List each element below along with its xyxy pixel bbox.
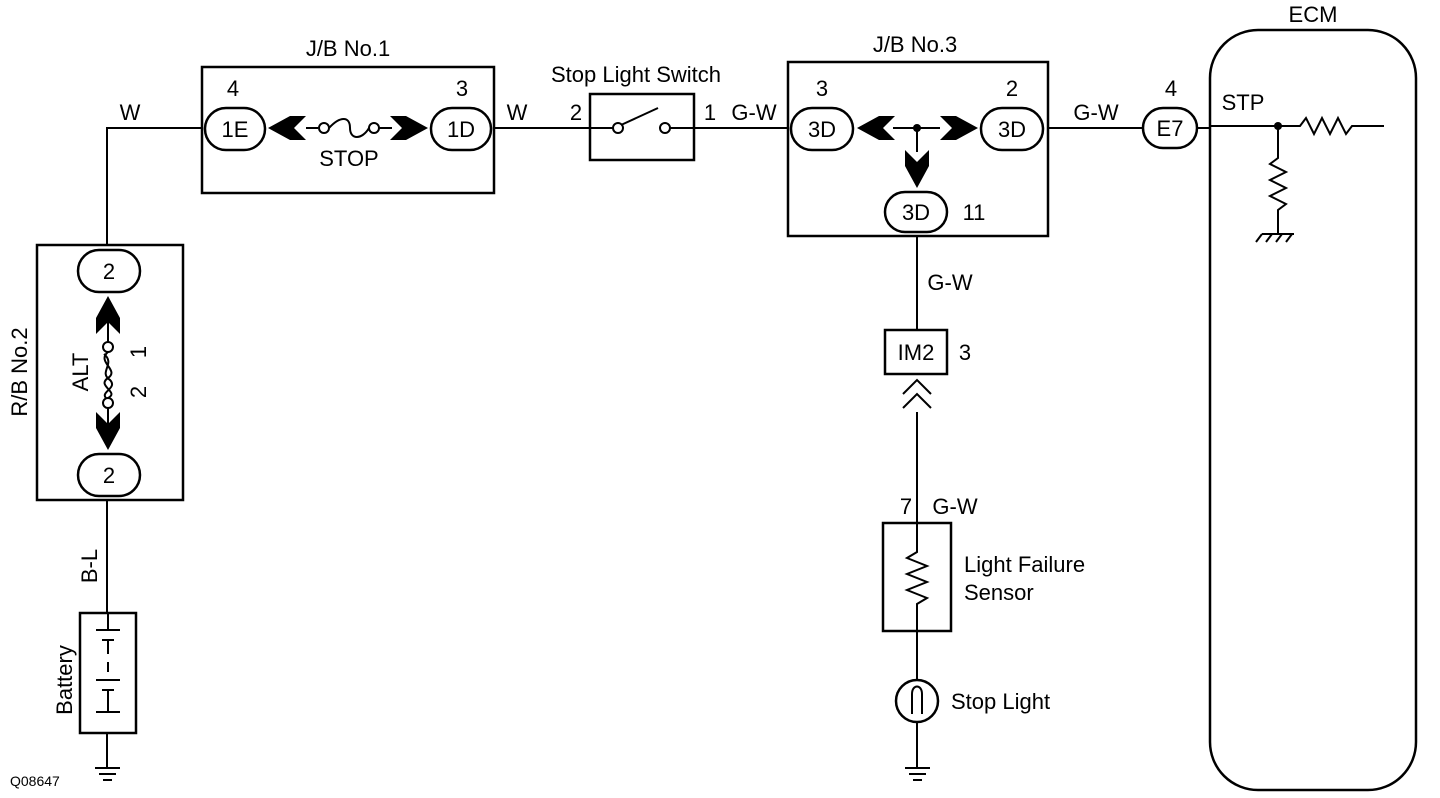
connector-3d-left [789,106,855,152]
connector-3d-left-label: 3D [808,117,836,142]
resistor-icon [1210,115,1384,137]
connector-2-bottom-label: 2 [103,463,115,488]
jb1-right-pin: 3 [456,76,468,101]
right-arrow-icon [390,116,428,140]
light-failure-sensor: 7 G-W Light Failure Sensor [881,494,1085,633]
wire-label-gw-2: G-W [1073,100,1118,125]
connector-2-top-label: 2 [103,259,115,284]
connector-e7 [1141,106,1199,150]
jb3-bottom-pin: 11 [963,200,986,225]
connector-im2 [883,328,949,376]
fuse-alt-label: ALT [68,353,93,392]
junction-dot-icon [913,124,921,132]
switch-pin-in: 2 [570,100,582,125]
switch-contact-icon [620,107,659,126]
stop-light-switch: Stop Light Switch 2 1 [551,62,721,162]
wire-label-w-right: W [507,100,528,125]
fuse-icon [328,118,370,138]
fuse-stop-label: STOP [319,146,379,171]
connector-1d [429,106,493,152]
pulldown-resistor-icon [1267,126,1289,234]
down-arrow-icon [905,150,929,188]
connector-1d-label: 1D [447,117,475,142]
connector-3d-bottom [883,190,949,234]
ecm-title: ECM [1289,2,1338,27]
fuse-pin-1: 1 [126,346,151,358]
jb1-box: J/B No.1 4 3 1E 1D STOP [200,36,496,195]
wire-rb-to-jb1 [106,127,204,245]
connector-e7-label: E7 [1157,116,1184,141]
jb3-right-pin: 2 [1006,76,1018,101]
wire-label-w-left: W [120,100,141,125]
ecm-terminal-stp: STP [1222,90,1265,115]
connector-1e [203,106,267,152]
connector-3d-right [979,106,1045,152]
rb2-box: R/B No.2 2 2 ALT 1 2 [7,243,185,502]
up-arrow-icon [96,296,120,334]
wires [106,127,1210,768]
wire-label-gw-1: G-W [731,100,776,125]
jb1-title: J/B No.1 [306,36,390,61]
jb3-left-pin: 3 [816,76,828,101]
down-arrow-icon [96,412,120,450]
connector-3d-right-label: 3D [998,117,1026,142]
stop-light: Stop Light [894,678,1050,781]
battery-cell-icon [96,613,120,713]
connector-3d-bottom-label: 3D [902,200,930,225]
sensor-resistor-icon [904,523,930,631]
ecm-pin: 4 [1165,76,1177,101]
connector-2-bottom [76,452,142,498]
battery: Battery [52,611,138,781]
fuse-pin-2: 2 [126,386,151,398]
stop-light-title: Stop Light [951,689,1050,714]
ground-icon [905,767,930,781]
left-arrow-icon [857,116,895,140]
sensor-title-line2: Sensor [964,580,1034,605]
chassis-ground-icon [1255,233,1294,243]
connector-chevron-icon [902,378,932,409]
fusible-link-icon [103,351,113,399]
jb3-title: J/B No.3 [873,32,957,57]
left-arrow-icon [268,116,306,140]
wire-label-gw-3: G-W [927,270,972,295]
sensor-title-line1: Light Failure [964,552,1085,577]
diagram-code: Q08647 [10,773,60,789]
battery-title: Battery [52,645,77,715]
connector-1e-label: 1E [222,117,249,142]
switch-pin-out: 1 [704,100,716,125]
jb3-box: J/B No.3 3 2 3D 3D 3D 11 [786,32,1050,238]
rb2-title: R/B No.2 [7,327,32,416]
connector-2-top [76,248,142,294]
im2-pin: 3 [959,340,971,365]
sensor-pin: 7 [900,494,912,519]
ground-icon [95,767,120,781]
switch-title: Stop Light Switch [551,62,721,87]
im2-connector: IM2 3 [883,328,971,409]
bulb-icon [894,678,940,724]
connector-im2-label: IM2 [898,340,935,365]
ecm-box: ECM 4 E7 STP [1141,2,1418,792]
wire-label-bl: B-L [77,549,102,583]
wire-label-gw-4: G-W [932,494,977,519]
right-arrow-icon [940,116,978,140]
jb1-left-pin: 4 [227,76,239,101]
